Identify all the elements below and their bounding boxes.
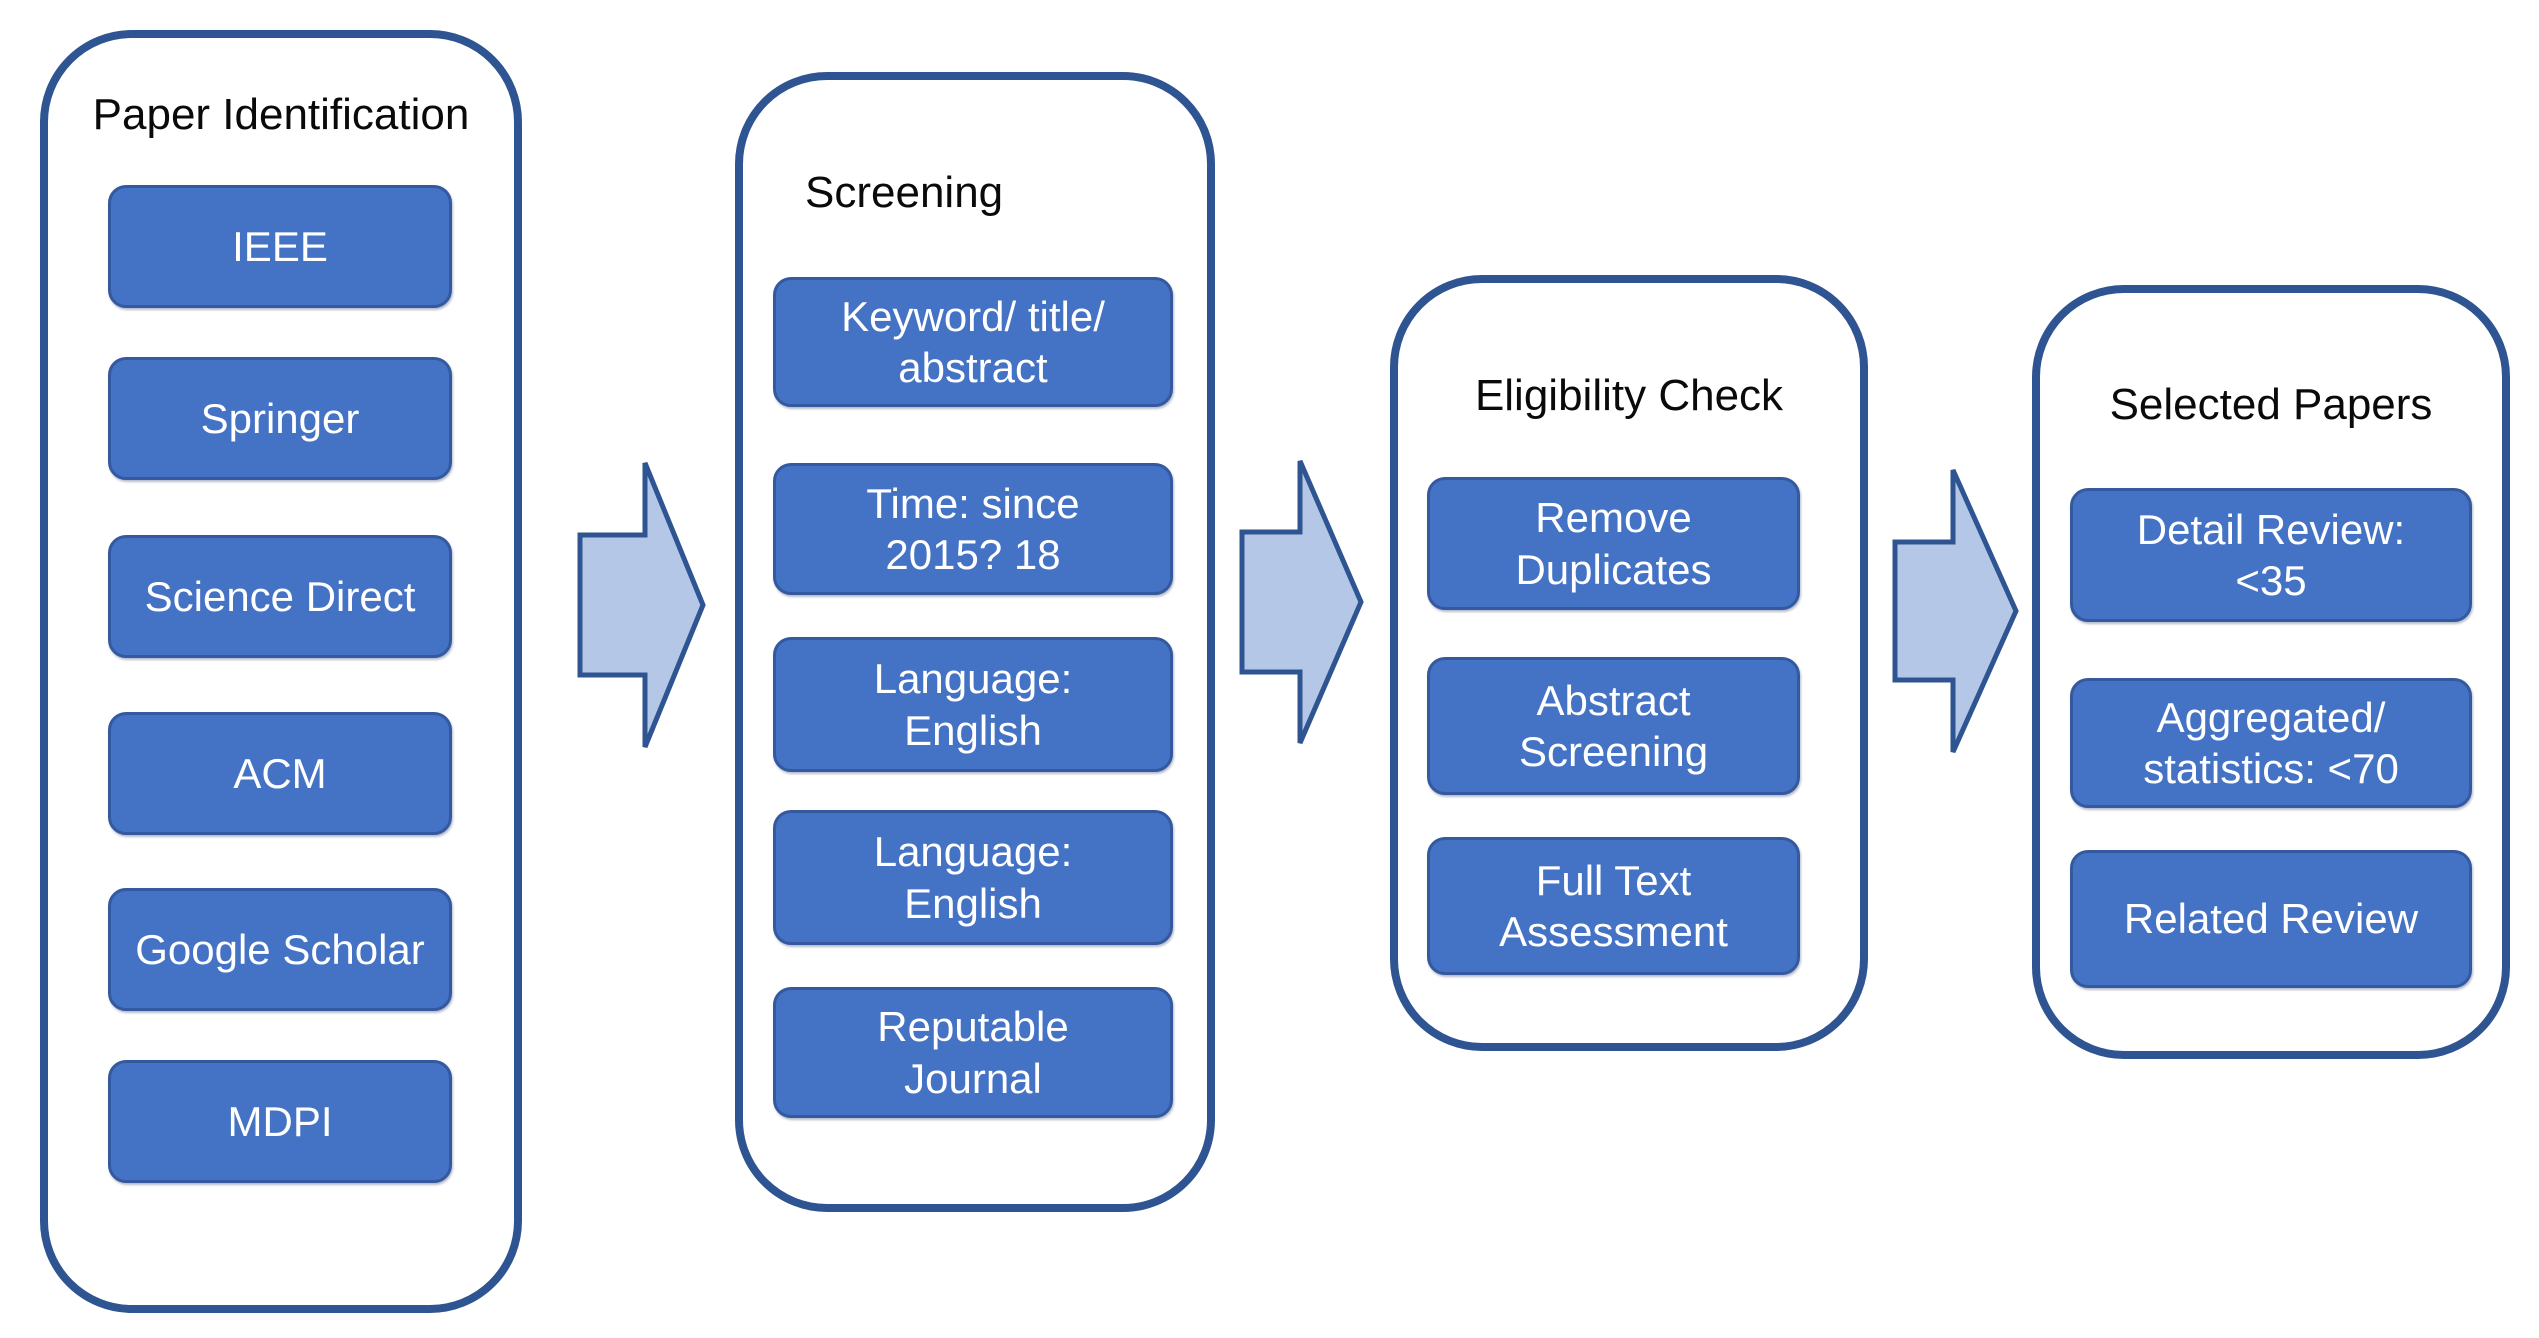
step-box: Language: English <box>773 810 1173 945</box>
step-box: Full Text Assessment <box>1427 837 1800 975</box>
stage-title: Selected Papers <box>2109 380 2433 429</box>
step-box: Related Review <box>2070 850 2472 988</box>
step-box: IEEE <box>108 185 452 308</box>
stage-selected-papers: Selected Papers Detail Review: <35 Aggre… <box>2032 285 2510 1059</box>
step-box: Language: English <box>773 637 1173 772</box>
arrow-right-icon <box>577 462 706 748</box>
stage-title: Paper Identification <box>92 90 470 139</box>
stage-title: Screening <box>805 168 1004 217</box>
step-box: Reputable Journal <box>773 987 1173 1118</box>
arrow-right-icon <box>1892 468 2019 754</box>
step-box: Springer <box>108 357 452 480</box>
stage-eligibility-check: Eligibility Check Remove Duplicates Abst… <box>1390 275 1868 1051</box>
step-box: Time: since 2015? 18 <box>773 463 1173 595</box>
stage-title: Eligibility Check <box>1474 371 1784 420</box>
arrow-right-icon <box>1239 460 1364 744</box>
step-box: Keyword/ title/ abstract <box>773 277 1173 407</box>
step-box: ACM <box>108 712 452 835</box>
step-box: MDPI <box>108 1060 452 1183</box>
step-box: Google Scholar <box>108 888 452 1011</box>
step-box: Abstract Screening <box>1427 657 1800 795</box>
step-box: Science Direct <box>108 535 452 658</box>
stage-paper-identification: Paper Identification IEEE Springer Scien… <box>40 30 522 1313</box>
step-box: Remove Duplicates <box>1427 477 1800 610</box>
step-box: Aggregated/ statistics: <70 <box>2070 678 2472 808</box>
stage-screening: Screening Keyword/ title/ abstract Time:… <box>735 72 1215 1212</box>
step-box: Detail Review: <35 <box>2070 488 2472 622</box>
